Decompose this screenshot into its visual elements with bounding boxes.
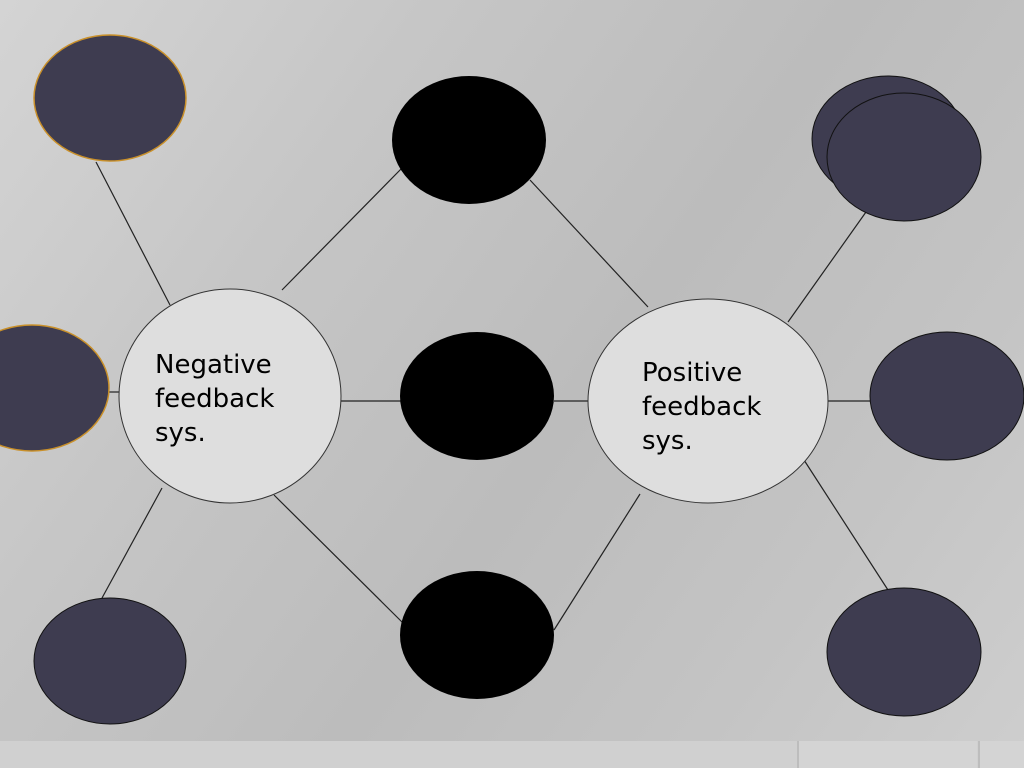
outer-node-mid-left: [0, 324, 110, 452]
connector-bottom-middle-to-positive: [553, 493, 641, 631]
outer-node-mid-right: [869, 331, 1024, 461]
bottom-bar: [0, 741, 1024, 768]
outer-node-bottom-left: [33, 597, 187, 725]
connector-positive-to-top-right: [787, 211, 867, 323]
connector-negative-to-top-middle: [281, 167, 403, 291]
hub-positive-feedback: [587, 298, 829, 504]
negative-feedback-label: Negative feedback sys.: [155, 348, 274, 450]
connector-negative-to-top-left: [95, 161, 171, 306]
positive-label-line-2: feedback: [642, 392, 762, 422]
positive-label-line-3: sys.: [642, 426, 693, 456]
middle-node-top: [392, 76, 546, 204]
outer-node-top-right: [826, 92, 982, 222]
connectors: [95, 161, 889, 631]
negative-label-line-3: sys.: [155, 418, 206, 448]
hub-negative-feedback: [118, 288, 342, 504]
connector-negative-to-bottom-left: [101, 487, 163, 599]
outer-node-bottom-right: [826, 587, 982, 717]
positive-label-line-1: Positive: [642, 358, 743, 388]
bottom-bar-segment: [797, 741, 977, 768]
connector-positive-to-bottom-right: [803, 459, 889, 591]
negative-label-line-2: feedback: [155, 384, 275, 414]
negative-label-line-1: Negative: [155, 350, 272, 380]
connector-negative-to-bottom-middle: [273, 494, 403, 623]
middle-node-bottom: [400, 571, 554, 699]
outer-node-top-left: [33, 34, 187, 162]
bottom-bar-segment: [978, 741, 1024, 768]
connector-top-middle-to-positive: [529, 179, 649, 308]
positive-feedback-label: Positive feedback sys.: [642, 356, 761, 458]
middle-node-center: [400, 332, 554, 460]
